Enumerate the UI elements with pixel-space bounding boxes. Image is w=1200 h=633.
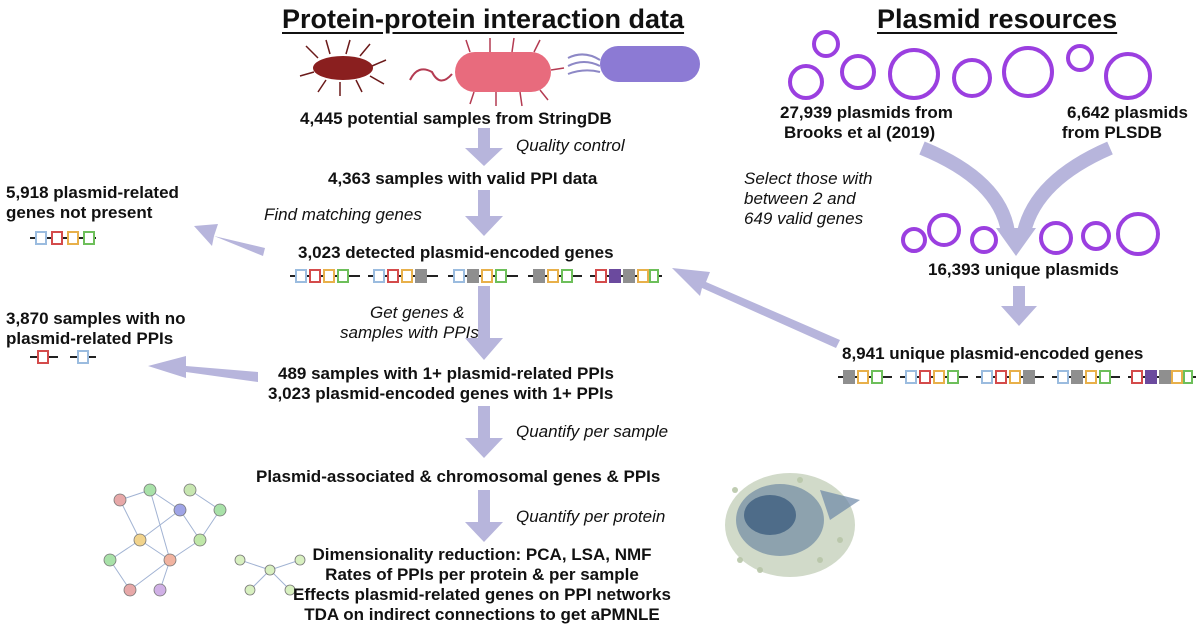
plasmid-ring-icon (952, 58, 992, 98)
plsdb-1: 6,642 plasmids (1067, 103, 1188, 122)
plasmid-ring-icon (812, 30, 840, 58)
select-label-1: Select those with (744, 169, 873, 188)
arrow-curve-right (1017, 141, 1113, 234)
select-label-2: between 2 and (744, 189, 856, 208)
quantify-protein-label: Quantify per protein (516, 507, 666, 526)
network-graph-icon (103, 483, 306, 597)
plasmid-ring-icon (1066, 44, 1094, 72)
find-matching-label: Find matching genes (264, 205, 422, 224)
bacterium-icon (299, 39, 387, 96)
brooks-2: Brooks et al (2019) (784, 123, 936, 142)
plasmid-ring-icon (1116, 212, 1160, 256)
arrow-down-4 (465, 406, 503, 458)
arrow-down-1 (465, 128, 503, 166)
genes-1plus: 3,023 plasmid-encoded genes with 1+ PPIs (268, 384, 614, 403)
arrow-down-3 (465, 286, 503, 360)
valid-samples: 4,363 samples with valid PPI data (328, 169, 598, 188)
unique-genes: 8,941 unique plasmid-encoded genes (842, 344, 1144, 363)
arrow-down-5 (465, 490, 503, 542)
bacterium-icon (409, 37, 565, 107)
arrow-down-right (1001, 286, 1037, 326)
gene-cassette-icon (1052, 370, 1120, 384)
gene-cassette-icon (838, 370, 892, 384)
not-present-2: genes not present (6, 203, 153, 222)
gene-cassette-icon (528, 269, 582, 283)
result-line-4: TDA on indirect connections to get aPMNL… (304, 605, 660, 624)
gene-cassette-icon (30, 231, 96, 245)
select-label-3: 649 valid genes (744, 209, 864, 228)
gene-cassette-icon (448, 269, 518, 283)
not-present-1: 5,918 plasmid-related (6, 183, 179, 202)
plasmid-title: Plasmid resources (877, 4, 1118, 34)
plasmid-ring-icon (1039, 221, 1073, 255)
detected-genes: 3,023 detected plasmid-encoded genes (298, 243, 614, 262)
get-genes-label-2: samples with PPIs (340, 323, 479, 342)
plasmid-ring-icon (888, 48, 940, 100)
unique-plasmids: 16,393 unique plasmids (928, 260, 1119, 279)
no-ppi-2: plasmid-related PPIs (6, 329, 174, 348)
ppi-title: Protein-protein interaction data (282, 4, 685, 34)
bacterium-icon (567, 46, 700, 82)
gene-cassette-icon (368, 269, 438, 283)
quantify-sample-label: Quantify per sample (516, 422, 669, 441)
potential-samples: 4,445 potential samples from StringDB (300, 109, 612, 128)
gene-cassette-icon (290, 269, 360, 283)
gene-cassette-icon (900, 370, 968, 384)
network-graph-icon (725, 473, 860, 577)
brooks-1: 27,939 plasmids from (780, 103, 953, 122)
result-line-3: Effects plasmid-related genes on PPI net… (293, 585, 671, 604)
get-genes-label-1: Get genes & (370, 303, 465, 322)
samples-1plus: 489 samples with 1+ plasmid-related PPIs (278, 364, 614, 383)
plasmid-ring-icon (1002, 46, 1054, 98)
arrow-to-detected-genes (672, 268, 840, 348)
arrow-curve-left (919, 141, 1015, 234)
gene-cassette-icon (590, 269, 662, 283)
quality-control-label: Quality control (516, 136, 625, 155)
plasmid-ring-icon (927, 213, 961, 247)
plasmid-ring-icon (1104, 52, 1152, 100)
plasmid-ring-icon (788, 64, 824, 100)
arrow-to-no-ppi (148, 356, 258, 382)
result-line-2: Rates of PPIs per protein & per sample (325, 565, 639, 584)
gene-cassette-icon (1128, 370, 1196, 384)
plasmid-ring-icon (840, 54, 876, 90)
plasmid-ring-icon (901, 227, 927, 253)
no-ppi-1: 3,870 samples with no (6, 309, 186, 328)
result-line-1: Dimensionality reduction: PCA, LSA, NMF (312, 545, 652, 564)
arrow-down-2 (465, 190, 503, 236)
plasmid-ring-icon (1081, 221, 1111, 251)
arrow-curve-head (996, 228, 1036, 256)
plasmid-ring-icon (970, 226, 998, 254)
gene-cassette-icon (30, 350, 96, 364)
plsdb-2: from PLSDB (1061, 123, 1162, 142)
arrow-to-not-present (194, 224, 265, 256)
assoc-genes: Plasmid-associated & chromosomal genes &… (256, 467, 661, 486)
gene-cassette-icon (976, 370, 1044, 384)
